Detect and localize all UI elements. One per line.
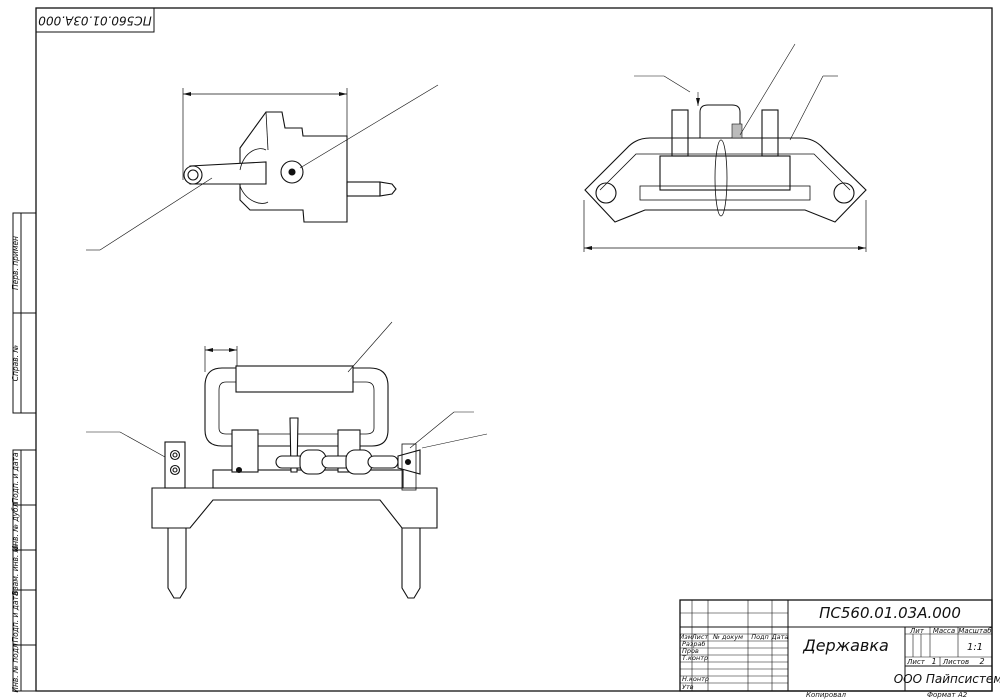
title-block [679, 599, 993, 692]
role-tkontr: Т.контр [682, 654, 708, 662]
front-view [86, 321, 488, 599]
side-columns [12, 212, 37, 692]
label-masshtab: Масштаб [958, 627, 992, 635]
side-label-vzam-inv: Взам. инв. № [11, 544, 20, 595]
side-label-podp-data-2: Подп. и дата [11, 591, 20, 642]
label-massa: Масса [933, 627, 955, 635]
col-izm: Изм [679, 633, 692, 641]
col-date: Дата [771, 633, 789, 641]
title-designation: ПС560.01.03А.000 [819, 604, 961, 622]
title-company: ООО Пайпсистем [894, 672, 1000, 686]
label-list: Лист [906, 658, 926, 666]
col-list: Лист [691, 633, 709, 641]
side-view [86, 84, 439, 251]
value-sheets-total: 2 [979, 657, 984, 666]
title-name: Державка [802, 636, 889, 655]
role-utv: Утв [682, 683, 694, 691]
side-label-podp-data-1: Подп. и дата [11, 452, 20, 503]
side-label-inv-podl: Инв. № подл [11, 643, 20, 693]
col-sign: Подп [751, 633, 769, 641]
col-doc: № докум [712, 633, 743, 641]
label-listov: Листов [942, 658, 969, 666]
value-format: А2 [957, 691, 968, 699]
top-stamp-text: ПС560.01.03А.000 [38, 14, 152, 28]
label-format: Формат [927, 691, 956, 699]
role-nkontr: Н.контр [682, 675, 709, 683]
side-label-perv-primen: Перв. примен [11, 236, 20, 290]
side-label-sprav-no: Справ. № [11, 345, 20, 382]
label-kopiroval: Копировал [806, 691, 847, 699]
value-sheet-no: 1 [931, 657, 936, 666]
side-label-inv-dubl: Инв. № дубл [11, 502, 20, 551]
value-scale: 1:1 [967, 642, 983, 653]
role-prov: Пров [682, 647, 699, 655]
role-razrab: Разраб [682, 640, 705, 648]
top-view [583, 43, 867, 252]
top-stamp: ПС560.01.03А.000 [35, 7, 155, 33]
label-lit: Лит [909, 627, 925, 635]
